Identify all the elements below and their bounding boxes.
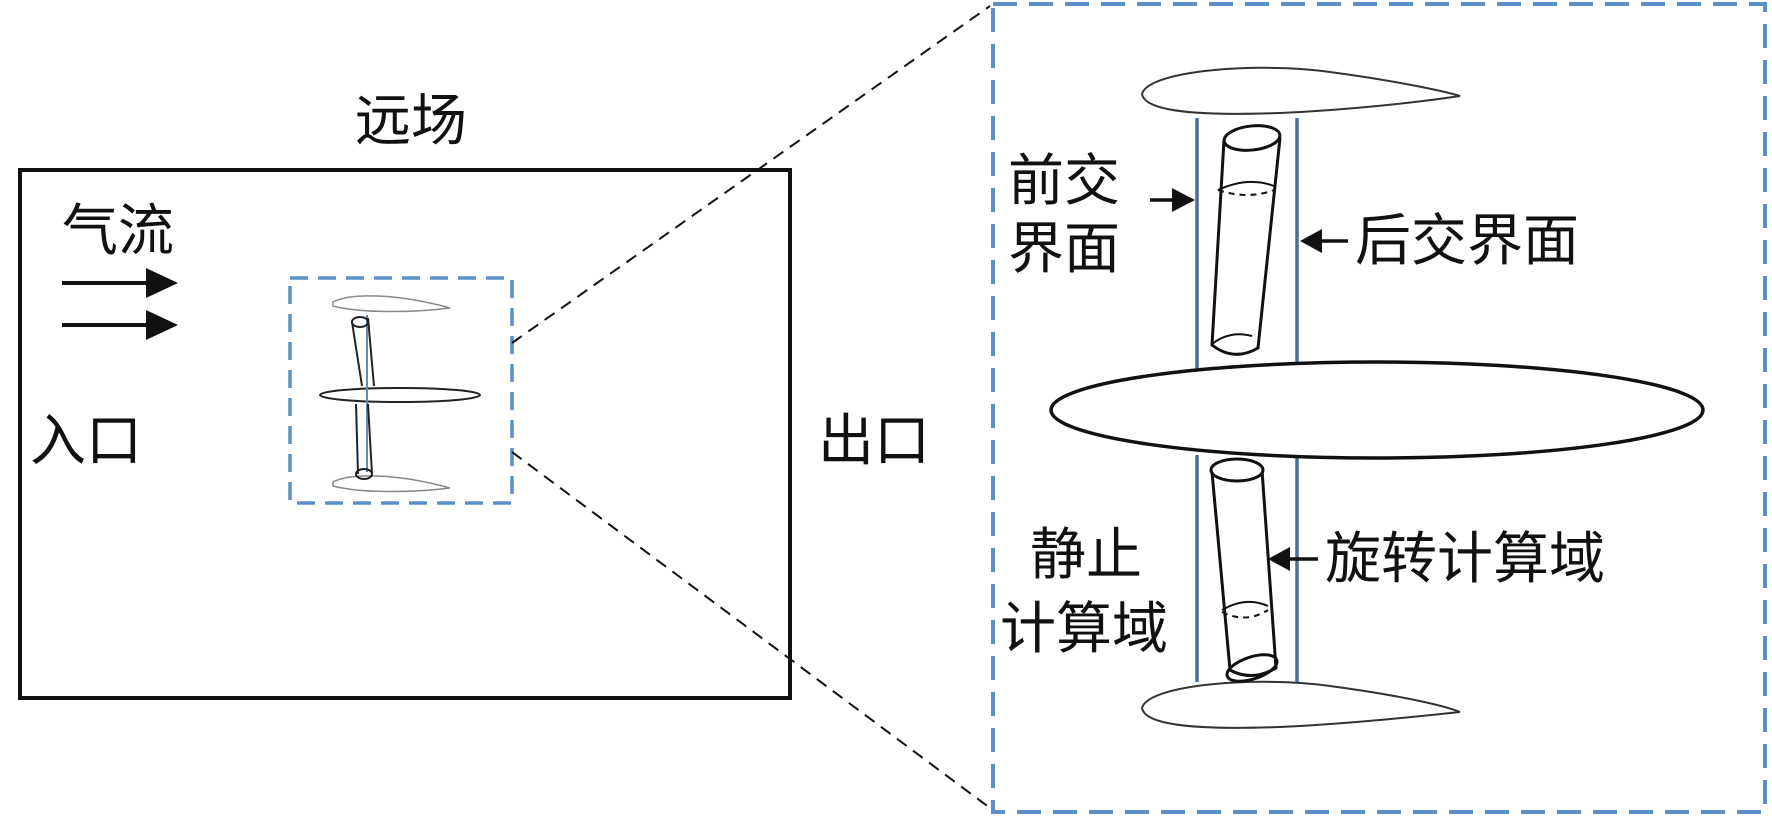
outlet-label: 出口 (818, 409, 930, 474)
rotating-domain-arrow (1268, 547, 1318, 571)
airflow-label: 气流 (62, 199, 174, 264)
inlet-label: 入口 (30, 409, 142, 474)
zoom-connector-top (511, 5, 991, 344)
zoom-connector-bottom (511, 451, 991, 809)
rear-interface-label: 后交界面 (1355, 209, 1579, 274)
static-domain-label-line2: 计算域 (1000, 597, 1168, 662)
nacelle-hub (1049, 360, 1705, 460)
far-field-boundary (18, 168, 792, 700)
detail-view-box (991, 2, 1767, 814)
rear-interface-arrow (1300, 229, 1348, 253)
front-interface-arrow (1150, 188, 1195, 212)
static-domain-label-line1: 静止 (1030, 523, 1142, 588)
mini-propeller-model (319, 295, 481, 493)
front-interface-label-line2: 界面 (1008, 217, 1120, 282)
upper-wing-airfoil (1140, 66, 1461, 115)
lower-propeller-cylinder (1209, 457, 1279, 683)
lower-wing-airfoil (1140, 680, 1461, 729)
airflow-arrows (62, 268, 178, 340)
rotating-domain-label: 旋转计算域 (1325, 527, 1605, 592)
front-interface-label-line1: 前交 (1008, 149, 1120, 214)
upper-propeller-cylinder (1210, 124, 1282, 356)
far-field-label: 远场 (355, 89, 467, 154)
